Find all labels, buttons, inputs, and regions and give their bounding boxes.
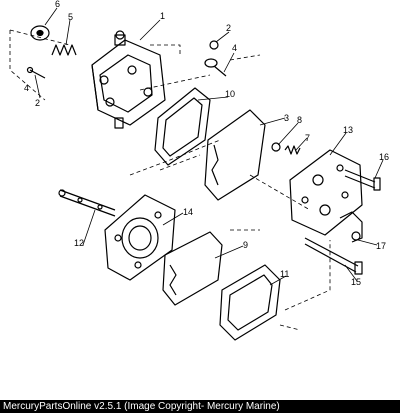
callout-7: 7 (305, 133, 310, 143)
callout-10: 10 (225, 89, 235, 99)
parts-diagram: 1 2 2 3 4 4 5 6 7 8 9 10 11 12 13 14 15 … (0, 0, 400, 400)
callout-4-left: 4 (24, 83, 29, 93)
part-16-bolt (344, 169, 381, 191)
part-10-gasket (154, 87, 211, 166)
callout-12: 12 (74, 238, 84, 248)
part-13-cover (289, 149, 363, 236)
callout-2-left: 2 (35, 98, 40, 108)
part-6-washer (30, 25, 50, 41)
exploded-view: 1 2 2 3 4 4 5 6 7 8 9 10 11 12 13 14 15 … (9, 0, 389, 341)
callout-1: 1 (160, 11, 165, 21)
part-17-elbow (339, 211, 363, 243)
callout-8: 8 (297, 115, 302, 125)
part-1-pump-body (91, 30, 166, 129)
copyright-caption: MercuryPartsOnline v2.5.1 (Image Copyrig… (0, 400, 400, 413)
callout-labels: 1 2 2 3 4 4 5 6 7 8 9 10 11 12 13 14 15 … (24, 0, 389, 287)
part-14-housing (104, 194, 176, 281)
callout-11: 11 (280, 269, 289, 279)
part-3-diaphragm (204, 109, 266, 201)
callout-9: 9 (243, 240, 248, 250)
part-11-plate (219, 264, 281, 341)
callout-16: 16 (379, 152, 389, 162)
callout-13: 13 (343, 125, 353, 135)
callout-4-right: 4 (232, 43, 237, 53)
assembly-lines (9, 29, 331, 331)
callout-6: 6 (55, 0, 60, 9)
leader-lines (34, 7, 384, 286)
part-12-shaft (58, 189, 116, 217)
callout-15: 15 (351, 277, 361, 287)
callout-3: 3 (284, 113, 289, 123)
part-9-gasket (162, 231, 223, 306)
callout-2-right: 2 (226, 23, 231, 33)
part-15-long-bolt (304, 237, 363, 275)
callout-5: 5 (68, 12, 73, 22)
callout-14: 14 (183, 207, 193, 217)
part-4-2-left-pin (26, 66, 46, 79)
part-8-cap (271, 142, 281, 152)
part-2-4-right-screw (204, 40, 227, 77)
callout-17: 17 (376, 241, 386, 251)
part-5-spring (51, 44, 77, 56)
part-7-fitting (284, 145, 301, 155)
